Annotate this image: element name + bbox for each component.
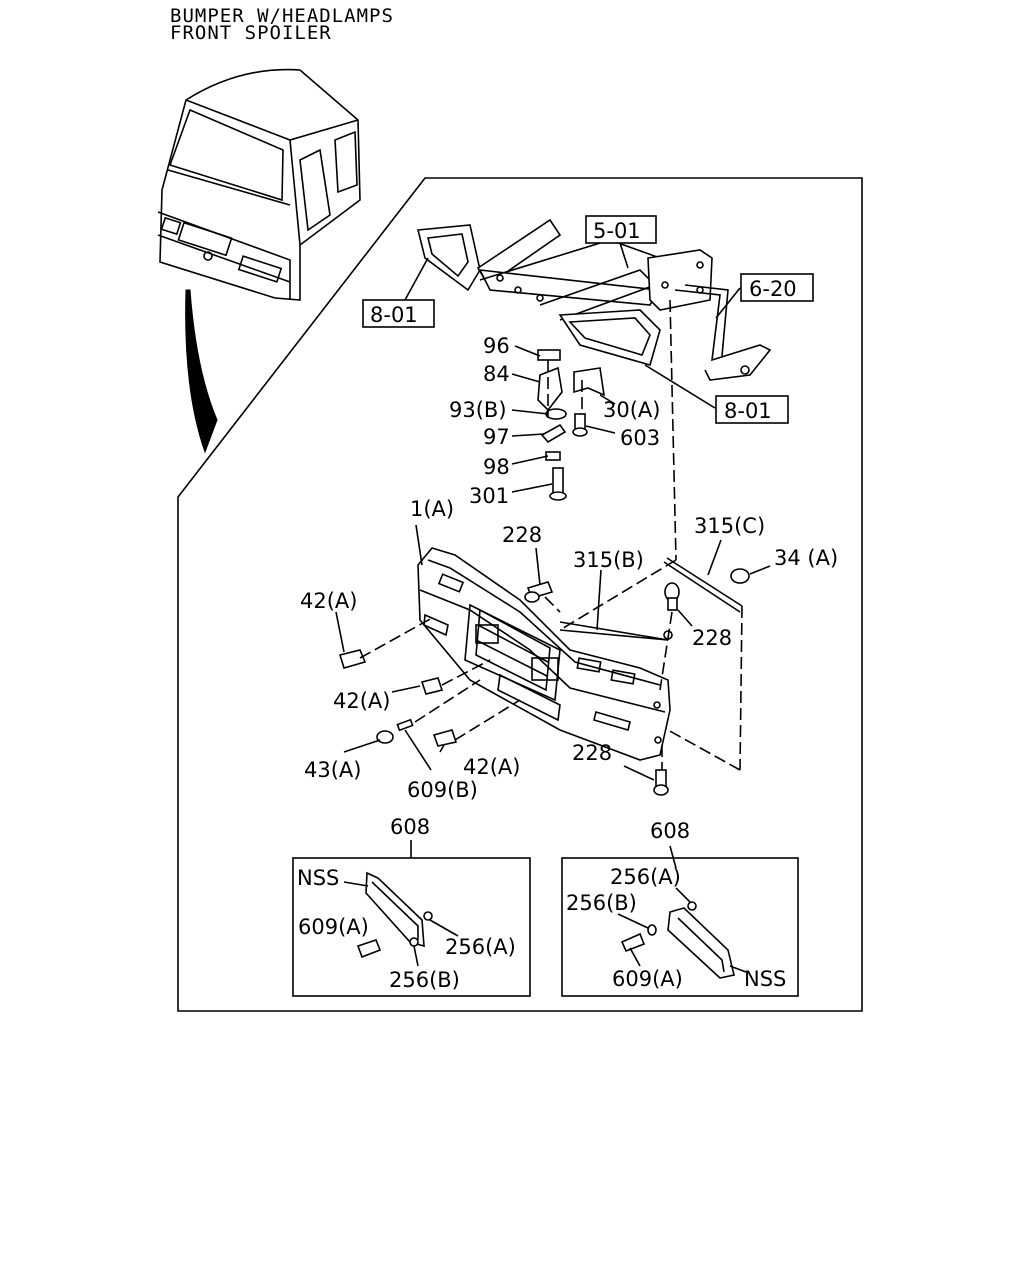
callout-228-top: 228: [502, 523, 542, 547]
truck-cab-illustration: [157, 68, 361, 301]
inset-right-parts: [617, 887, 747, 979]
ref-box-8-01-right: [715, 395, 789, 424]
inset-left-nss: NSS: [297, 866, 339, 890]
ref-box-5-01: [585, 215, 657, 244]
callout-228-bottom: 228: [572, 741, 612, 765]
diagram-title-line-2: FRONT SPOILER: [170, 22, 332, 44]
inset-left-609a: 609(A): [298, 915, 369, 939]
frame-assembly: [416, 218, 772, 381]
callout-96: 96: [483, 334, 510, 358]
inset-left-256a: 256(A): [445, 935, 516, 959]
callout-315b: 315(B): [573, 548, 644, 572]
callout-43a: 43(A): [304, 758, 361, 782]
ref-label-8-01-left: 8-01: [370, 303, 418, 327]
inset-right-609a: 609(A): [612, 967, 683, 991]
inset-right-256a: 256(A): [610, 865, 681, 889]
pointer-arrow: [185, 289, 218, 454]
callout-34a: 34 (A): [774, 546, 838, 570]
callout-609b: 609(B): [407, 778, 478, 802]
ref-box-6-20: [740, 273, 814, 302]
ref-label-5-01: 5-01: [593, 219, 641, 243]
inset-right-nss: NSS: [744, 967, 786, 991]
ref-label-6-20: 6-20: [749, 277, 797, 301]
ref-box-8-01-left: [362, 299, 435, 328]
ref-label-8-01-right: 8-01: [724, 399, 772, 423]
callout-93b: 93(B): [449, 398, 507, 422]
callout-98: 98: [483, 455, 510, 479]
callout-608-right: 608: [650, 819, 690, 843]
callout-30a: 30(A): [603, 398, 660, 422]
callout-603: 603: [620, 426, 660, 450]
callout-608-left: 608: [390, 815, 430, 839]
callout-301: 301: [469, 484, 509, 508]
callout-42a-middle: 42(A): [333, 689, 390, 713]
bumper-fasteners: [338, 557, 750, 796]
inset-left-parts: [343, 871, 459, 967]
callout-315c: 315(C): [694, 514, 765, 538]
inset-left-256b: 256(B): [389, 968, 460, 992]
hardware-small-parts: [537, 349, 606, 501]
front-bumper-illustration: [417, 547, 671, 761]
callout-1a: 1(A): [410, 497, 454, 521]
diagram-frame: [177, 177, 863, 1012]
callout-228-mid: 228: [692, 626, 732, 650]
callout-84: 84: [483, 362, 510, 386]
inset-right-256b: 256(B): [566, 891, 637, 915]
callout-97: 97: [483, 425, 510, 449]
diagram-title-line-1: BUMPER W/HEADLAMPS: [170, 5, 394, 27]
callout-42a-upper: 42(A): [300, 589, 357, 613]
callout-42a-lower: 42(A): [463, 755, 520, 779]
